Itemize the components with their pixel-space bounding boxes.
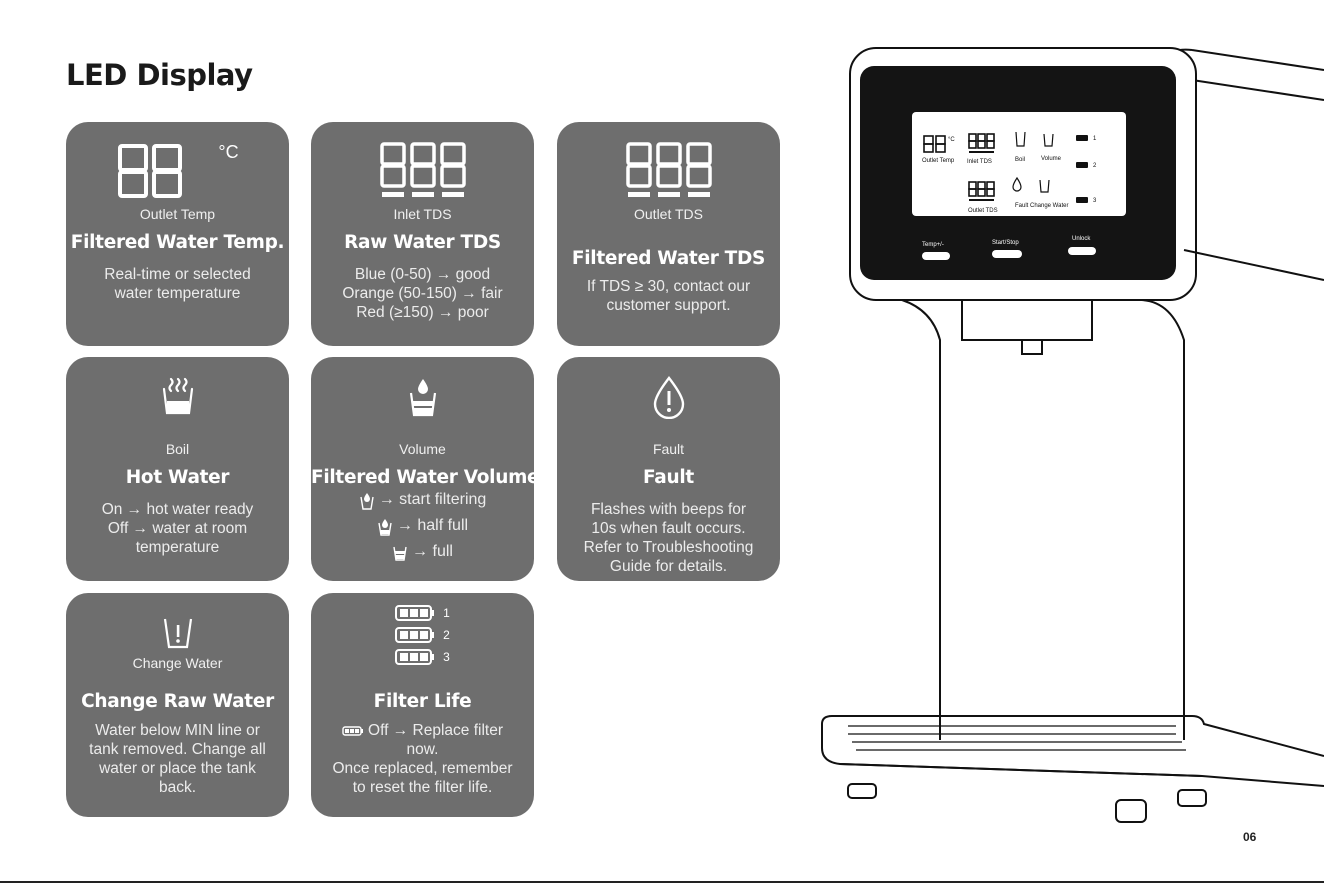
three-digit-display-icon: [557, 140, 780, 200]
card-description: If TDS ≥ 30, contact our customer suppor…: [563, 277, 774, 315]
desc-line: to reset the filter life.: [352, 779, 493, 796]
card-filter-life: 1 2 3 Filter Life Off → Replace filter n…: [311, 593, 534, 817]
desc-line: Water below MIN line or: [95, 722, 260, 739]
device-filter-3: 3: [1093, 198, 1097, 204]
desc-line: On → hot water ready: [101, 501, 254, 518]
change-water-cup-icon: [66, 611, 289, 671]
card-change-raw-water: Change Water Change Raw Water Water belo…: [66, 593, 289, 817]
desc-line: temperature: [135, 539, 220, 556]
card-title: Filtered Water Temp.: [70, 232, 285, 253]
device-volume: Volume: [1041, 156, 1062, 162]
desc-line: now.: [406, 741, 439, 758]
desc-line: tank removed. Change all: [89, 741, 266, 758]
desc-line: Flashes with beeps for: [590, 501, 747, 518]
device-change-water: Change Water: [1030, 203, 1068, 209]
card-label: Change Water: [132, 655, 223, 671]
desc-line: → start filtering: [378, 491, 487, 508]
device-outlet-temp: Outlet Temp: [922, 158, 955, 164]
card-hot-water: Boil Hot Water On → hot water ready Off …: [66, 357, 289, 581]
volume-cup-icon: [311, 375, 534, 435]
card-label: Outlet TDS: [634, 206, 703, 222]
filter-number: 2: [443, 628, 450, 642]
card-description: Blue (0-50) → good Orange (50-150) → fai…: [317, 265, 528, 322]
card-title: Filtered Water TDS: [571, 248, 766, 269]
filter-row-3: 3: [311, 646, 534, 668]
device-start-stop-label: Start/Stop: [992, 240, 1019, 246]
card-title: Change Raw Water: [81, 691, 274, 712]
desc-line: Real-time or selected: [104, 266, 251, 283]
desc-line: Orange (50-150) → fair: [342, 285, 503, 302]
card-label: Fault: [652, 441, 685, 457]
card-label: Volume: [399, 441, 446, 457]
two-digit-temp-display-icon: °C: [66, 140, 289, 200]
cup-full-icon: [393, 546, 407, 561]
three-digit-display-icon: [311, 140, 534, 200]
boil-cup-icon: [66, 375, 289, 435]
card-label: Outlet Temp: [139, 206, 216, 222]
desc-line: Once replaced, remember: [332, 760, 513, 777]
card-filtered-water-temp: °C Outlet Temp Filtered Water Temp. Real…: [66, 122, 289, 346]
desc-line: customer support.: [606, 297, 731, 314]
desc-line: Off → Replace filter: [317, 721, 528, 740]
device-filter-2: 2: [1093, 163, 1097, 169]
desc-line: Refer to Troubleshooting: [583, 539, 754, 556]
device-unlock-label: Unlock: [1072, 236, 1091, 242]
card-title: Raw Water TDS: [344, 232, 501, 253]
desc-text: Off → Replace filter: [368, 722, 503, 739]
desc-line: If TDS ≥ 30, contact our: [586, 278, 751, 295]
volume-half-line: → half full: [317, 513, 528, 539]
desc-line: water or place the tank: [99, 760, 256, 777]
cup-empty-drop-icon: [360, 493, 374, 510]
svg-text:°C: °C: [948, 137, 955, 143]
device-temp-button-label: Temp+/-: [922, 242, 944, 248]
filter-row-2: 2: [311, 624, 534, 646]
filter-number: 1: [443, 606, 450, 620]
filter-life-battery-icon: 1 2 3: [311, 602, 534, 668]
filter-row-1: 1: [311, 602, 534, 624]
volume-start-line: → start filtering: [317, 487, 528, 513]
desc-line: water temperature: [114, 285, 241, 302]
device-fault: Fault: [1015, 203, 1029, 209]
desc-line: 10s when fault occurs.: [591, 520, 746, 537]
card-title: Hot Water: [125, 467, 230, 488]
bottom-rule: [0, 881, 1324, 883]
celsius-unit: °C: [218, 142, 239, 162]
volume-full-line: → full: [317, 539, 528, 565]
card-filtered-water-volume: Volume Filtered Water Volume → start fil…: [311, 357, 540, 581]
fault-drop-icon: [557, 375, 780, 435]
device-inlet-tds: Inlet TDS: [967, 159, 992, 165]
card-title: Filtered Water Volume: [311, 467, 540, 488]
desc-line: back.: [158, 779, 197, 796]
device-outlet-tds: Outlet TDS: [968, 208, 998, 214]
card-label: Boil: [165, 441, 190, 457]
card-label: Inlet TDS: [393, 206, 452, 222]
card-description: Off → Replace filter now. Once replaced,…: [317, 721, 528, 797]
card-description: Real-time or selected water temperature: [72, 265, 283, 303]
battery-off-icon: [342, 725, 364, 736]
desc-line: Off → water at room: [107, 520, 248, 537]
page-title: LED Display: [66, 58, 253, 92]
card-fault: Fault Fault Flashes with beeps for 10s w…: [557, 357, 780, 581]
desc-line: Guide for details.: [609, 558, 728, 575]
desc-line: Blue (0-50) → good: [354, 266, 491, 283]
card-filtered-water-tds: Outlet TDS Filtered Water TDS If TDS ≥ 3…: [557, 122, 780, 346]
device-filter-1: 1: [1093, 136, 1097, 142]
card-description: On → hot water ready Off → water at room…: [72, 500, 283, 557]
desc-line: → half full: [396, 517, 469, 534]
cup-half-icon: [378, 519, 392, 536]
device-boil: Boil: [1015, 157, 1025, 163]
filter-number: 3: [443, 650, 450, 664]
card-title: Filter Life: [373, 691, 472, 712]
card-description: Water below MIN line or tank removed. Ch…: [72, 721, 283, 797]
card-description: → start filtering → half full → full: [317, 487, 528, 565]
desc-line: Red (≥150) → poor: [356, 304, 489, 321]
desc-line: → full: [412, 543, 453, 560]
water-dispenser-illustration: °C Outlet Temp Inlet TDS Outlet TDS Boil…: [821, 47, 1324, 823]
page-number: 06: [1243, 830, 1257, 844]
card-description: Flashes with beeps for 10s when fault oc…: [563, 500, 774, 576]
card-raw-water-tds: Inlet TDS Raw Water TDS Blue (0-50) → go…: [311, 122, 534, 346]
card-title: Fault: [643, 467, 694, 488]
